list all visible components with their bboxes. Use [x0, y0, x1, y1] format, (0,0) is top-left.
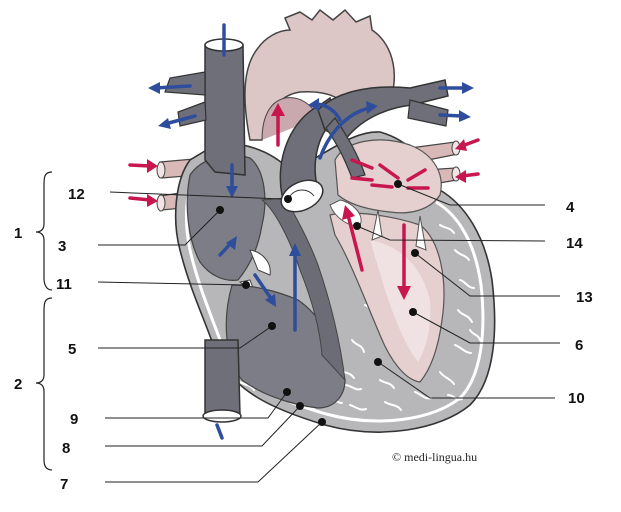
label-2: 2 [14, 376, 22, 393]
label-7: 7 [60, 476, 68, 493]
label-1: 1 [14, 225, 22, 242]
label-3: 3 [58, 238, 66, 255]
brace-ventricles [35, 297, 53, 471]
label-13: 13 [576, 289, 593, 306]
label-6: 6 [575, 337, 583, 354]
label-4: 4 [566, 199, 575, 216]
oxygenated-arrows [128, 103, 480, 300]
label-9: 9 [70, 411, 78, 428]
leader-lines [97, 180, 560, 483]
label-5: 5 [68, 341, 76, 358]
label-10: 10 [568, 390, 585, 407]
deoxygenated-arrows [148, 23, 474, 440]
copyright-text: © medi-lingua.hu [392, 450, 477, 464]
brace-atria [35, 171, 53, 291]
label-12: 12 [68, 186, 85, 203]
label-11: 11 [56, 276, 72, 293]
right-chambers [186, 154, 346, 409]
label-14: 14 [566, 235, 583, 252]
label-8: 8 [62, 440, 70, 457]
